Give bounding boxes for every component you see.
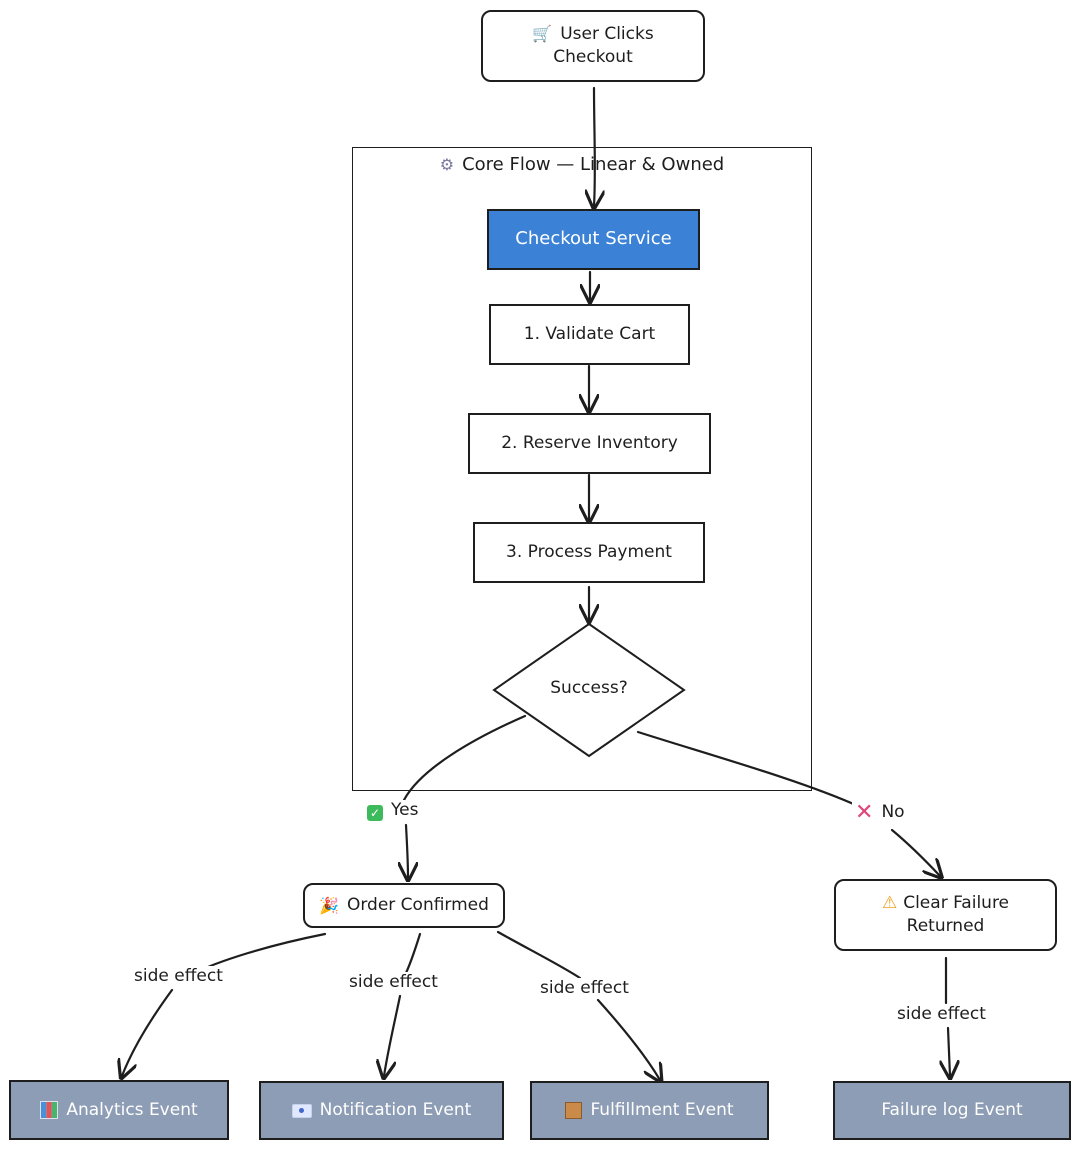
core-flow-title-text: Core Flow — Linear & Owned — [462, 154, 725, 175]
edge-confirmed-to-fulfillment — [496, 930, 660, 1080]
checkout-service-node: Checkout Service — [487, 209, 700, 270]
analytics-event-node: Analytics Event — [9, 1080, 229, 1140]
bar-chart-icon — [40, 1101, 59, 1119]
failure-log-event-node: Failure log Event — [833, 1081, 1071, 1140]
notification-icon — [291, 1103, 312, 1118]
gear-icon: ⚙ — [439, 155, 455, 174]
fulfillment-event-node: Fulfillment Event — [530, 1081, 769, 1140]
warning-icon: ⚠ — [881, 893, 898, 914]
check-icon: ✓ — [367, 805, 383, 821]
side-effect-label-analytics: side effect — [131, 966, 226, 986]
start-node: 🛒 User Clicks Checkout — [481, 10, 705, 82]
failure-label-line1: Clear Failure — [903, 893, 1010, 914]
side-effect-label-notification: side effect — [346, 972, 441, 992]
start-label-line1: User Clicks — [560, 24, 654, 45]
side-effect-label-fulfillment: side effect — [537, 978, 632, 998]
order-confirmed-node: 🎉 Order Confirmed — [303, 883, 505, 928]
no-edge-label: ✕ No — [852, 800, 908, 825]
notification-event-node: Notification Event — [259, 1081, 504, 1140]
reserve-inventory-label: 2. Reserve Inventory — [501, 433, 678, 454]
checkout-service-label: Checkout Service — [515, 228, 672, 250]
party-popper-icon: 🎉 — [319, 895, 339, 915]
decision-diamond — [492, 622, 686, 758]
package-icon — [565, 1102, 583, 1119]
failure-label-line2: Returned — [906, 916, 985, 936]
no-label-text: No — [881, 802, 905, 822]
validate-cart-label: 1. Validate Cart — [523, 324, 656, 345]
notification-event-label: Notification Event — [319, 1100, 472, 1121]
yes-edge-label: ✓ Yes — [364, 800, 422, 821]
failure-log-event-label: Failure log Event — [881, 1100, 1023, 1121]
analytics-event-label: Analytics Event — [66, 1099, 198, 1120]
process-payment-label: 3. Process Payment — [506, 542, 672, 563]
failure-returned-node: ⚠Clear Failure Returned — [834, 879, 1057, 951]
cross-icon: ✕ — [855, 800, 874, 825]
core-flow-title: ⚙ Core Flow — Linear & Owned — [353, 154, 811, 175]
cart-icon: 🛒 — [532, 24, 553, 44]
edge-confirmed-to-analytics — [122, 932, 327, 1076]
start-label-line2: Checkout — [553, 47, 633, 67]
yes-label-text: Yes — [391, 800, 419, 820]
order-confirmed-label: Order Confirmed — [346, 895, 489, 916]
core-flow-group: ⚙ Core Flow — Linear & Owned — [352, 147, 812, 791]
validate-cart-node: 1. Validate Cart — [489, 304, 690, 365]
side-effect-label-failure-log: side effect — [894, 1004, 989, 1024]
decision-label: Success? — [550, 678, 628, 698]
edge-confirmed-to-notification — [384, 932, 422, 1076]
process-payment-node: 3. Process Payment — [473, 522, 705, 583]
reserve-inventory-node: 2. Reserve Inventory — [468, 413, 711, 474]
fulfillment-event-label: Fulfillment Event — [590, 1100, 734, 1121]
